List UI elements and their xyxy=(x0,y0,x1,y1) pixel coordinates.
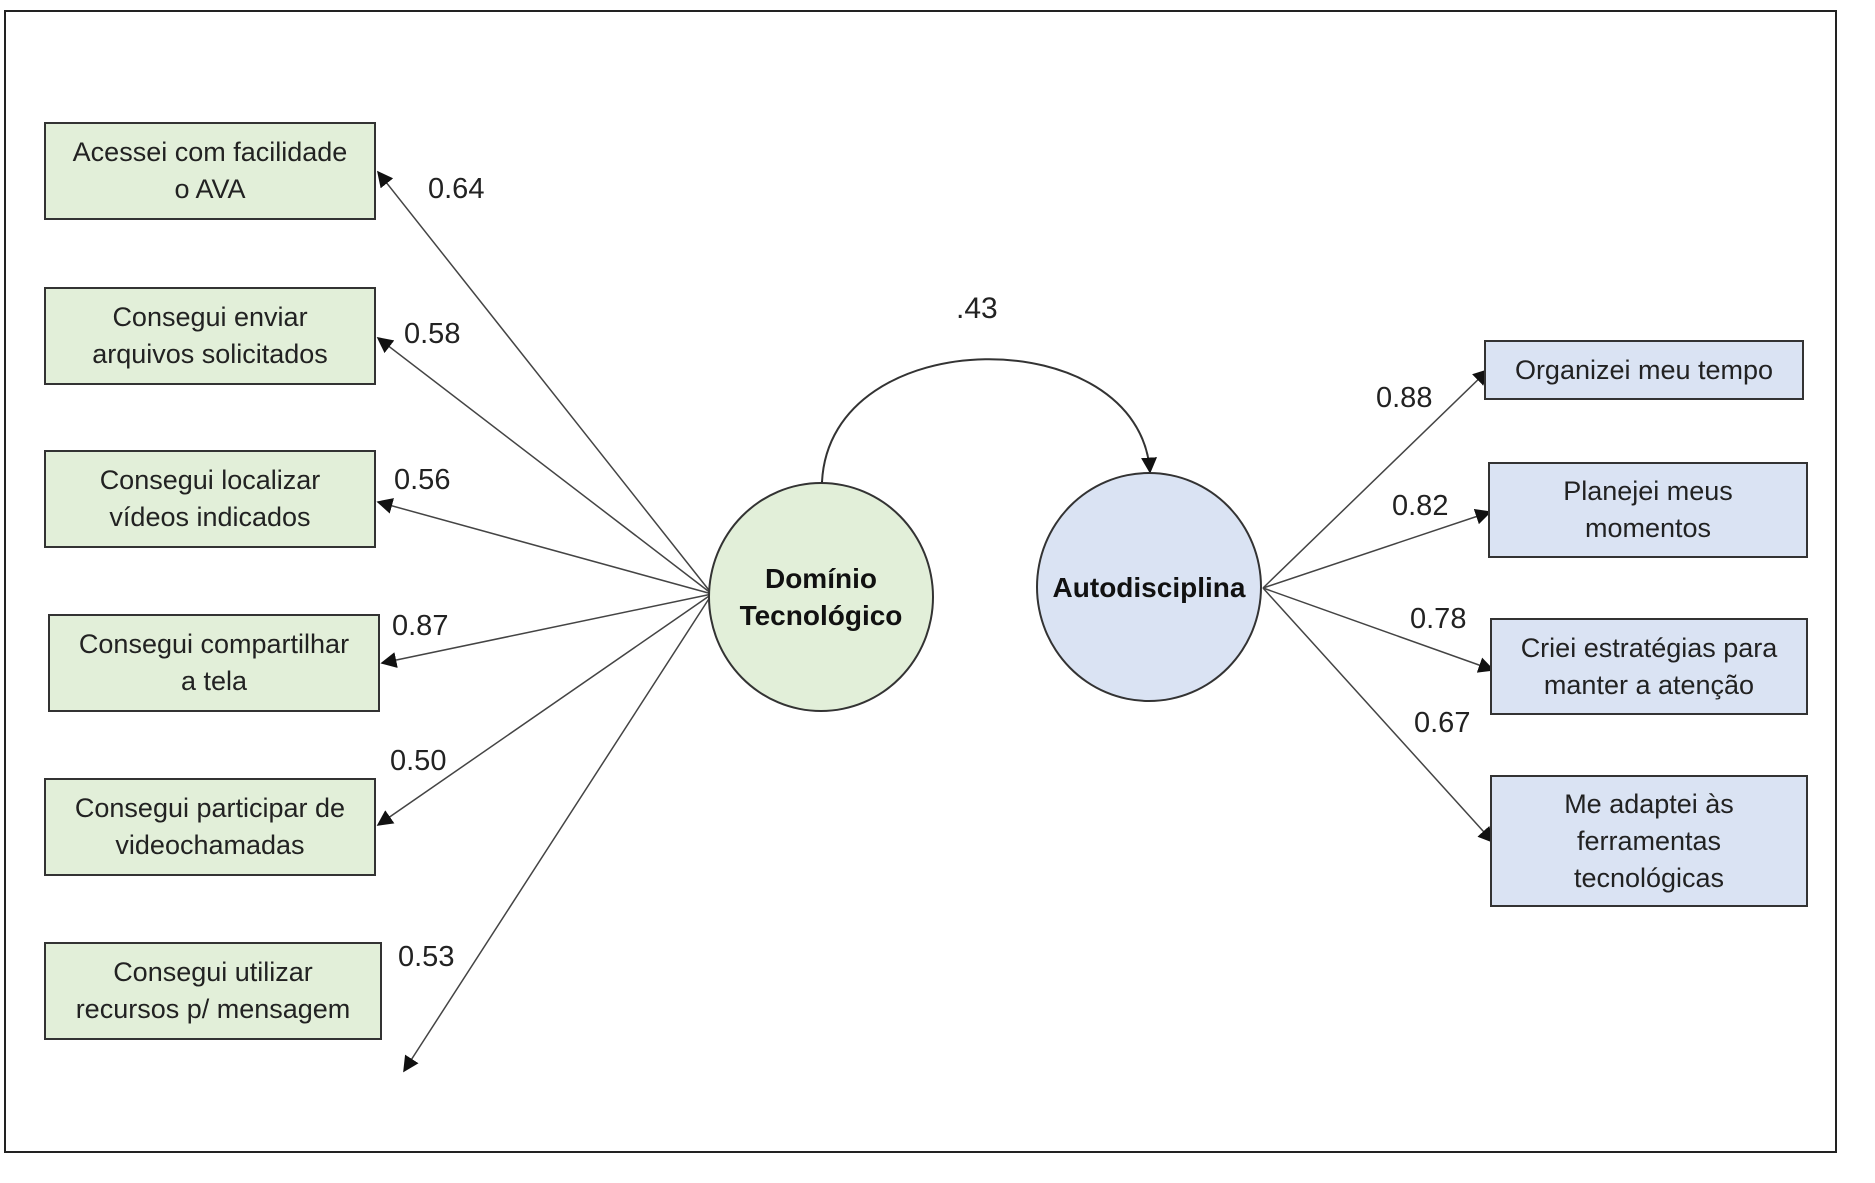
loading-label-left-6: 0.53 xyxy=(398,941,455,973)
indicator-label: Organizei meu tempo xyxy=(1514,354,1774,385)
loading-label-right-1: 0.88 xyxy=(1376,382,1433,414)
indicator-label: Me adaptei às ferramentas tecnológicas xyxy=(1564,788,1734,893)
loading-arrow-right-4 xyxy=(1262,587,1495,844)
loading-label-left-1: 0.64 xyxy=(428,173,485,205)
loading-label-right-3: 0.78 xyxy=(1410,603,1467,635)
latent-dominio-tecnologico: Domínio Tecnológico xyxy=(708,482,934,712)
indicator-label: Consegui compartilhar a tela xyxy=(78,629,350,696)
loading-arrow-left-1 xyxy=(377,170,713,595)
loading-label-left-4: 0.87 xyxy=(392,610,449,642)
indicator-label: Consegui utilizar recursos p/ mensagem xyxy=(75,957,351,1024)
indicator-box-right-4: Me adaptei às ferramentas tecnológicas xyxy=(1490,775,1808,907)
indicator-box-right-1: Organizei meu tempo xyxy=(1484,340,1804,400)
diagram-frame xyxy=(4,10,1837,1153)
indicator-box-left-3: Consegui localizar vídeos indicados xyxy=(44,450,376,548)
loading-label-right-2: 0.82 xyxy=(1392,490,1449,522)
indicator-label: Consegui enviar arquivos solicitados xyxy=(92,302,328,369)
correlation-label: .43 xyxy=(956,292,998,325)
indicator-box-right-2: Planejei meus momentos xyxy=(1488,462,1808,558)
latent-autodisciplina: Autodisciplina xyxy=(1036,472,1262,702)
loading-arrow-left-5 xyxy=(376,593,713,826)
loading-arrow-right-1 xyxy=(1262,368,1490,589)
indicator-box-left-6: Consegui utilizar recursos p/ mensagem xyxy=(44,942,382,1040)
loading-arrow-left-4 xyxy=(380,593,713,668)
indicator-box-left-1: Acessei com facilidade o AVA xyxy=(44,122,376,220)
loading-label-left-3: 0.56 xyxy=(394,464,451,496)
loading-label-left-2: 0.58 xyxy=(404,318,461,350)
correlation-arrow xyxy=(813,358,1158,497)
indicator-box-right-3: Criei estratégias para manter a atenção xyxy=(1490,618,1808,715)
indicator-label: Acessei com facilidade o AVA xyxy=(72,137,348,204)
indicator-label: Consegui participar de videochamadas xyxy=(74,793,346,860)
indicator-label: Criei estratégias para manter a atenção xyxy=(1520,632,1778,700)
indicator-label: Planejei meus momentos xyxy=(1563,476,1733,543)
indicator-label: Consegui localizar vídeos indicados xyxy=(99,465,321,532)
loading-arrow-right-2 xyxy=(1262,508,1492,589)
indicator-box-left-4: Consegui compartilhar a tela xyxy=(48,614,380,712)
loading-arrow-left-3 xyxy=(376,498,713,595)
loading-arrow-left-2 xyxy=(376,337,713,595)
latent-label: Domínio Tecnológico xyxy=(739,563,903,631)
indicator-box-left-5: Consegui participar de videochamadas xyxy=(44,778,376,876)
loading-label-right-4: 0.67 xyxy=(1414,707,1471,739)
loading-arrow-right-3 xyxy=(1262,587,1495,673)
indicator-box-left-2: Consegui enviar arquivos solicitados xyxy=(44,287,376,385)
loading-arrow-left-6 xyxy=(403,593,713,1073)
latent-label: Autodisciplina xyxy=(1052,571,1246,603)
loading-label-left-5: 0.50 xyxy=(390,745,447,777)
